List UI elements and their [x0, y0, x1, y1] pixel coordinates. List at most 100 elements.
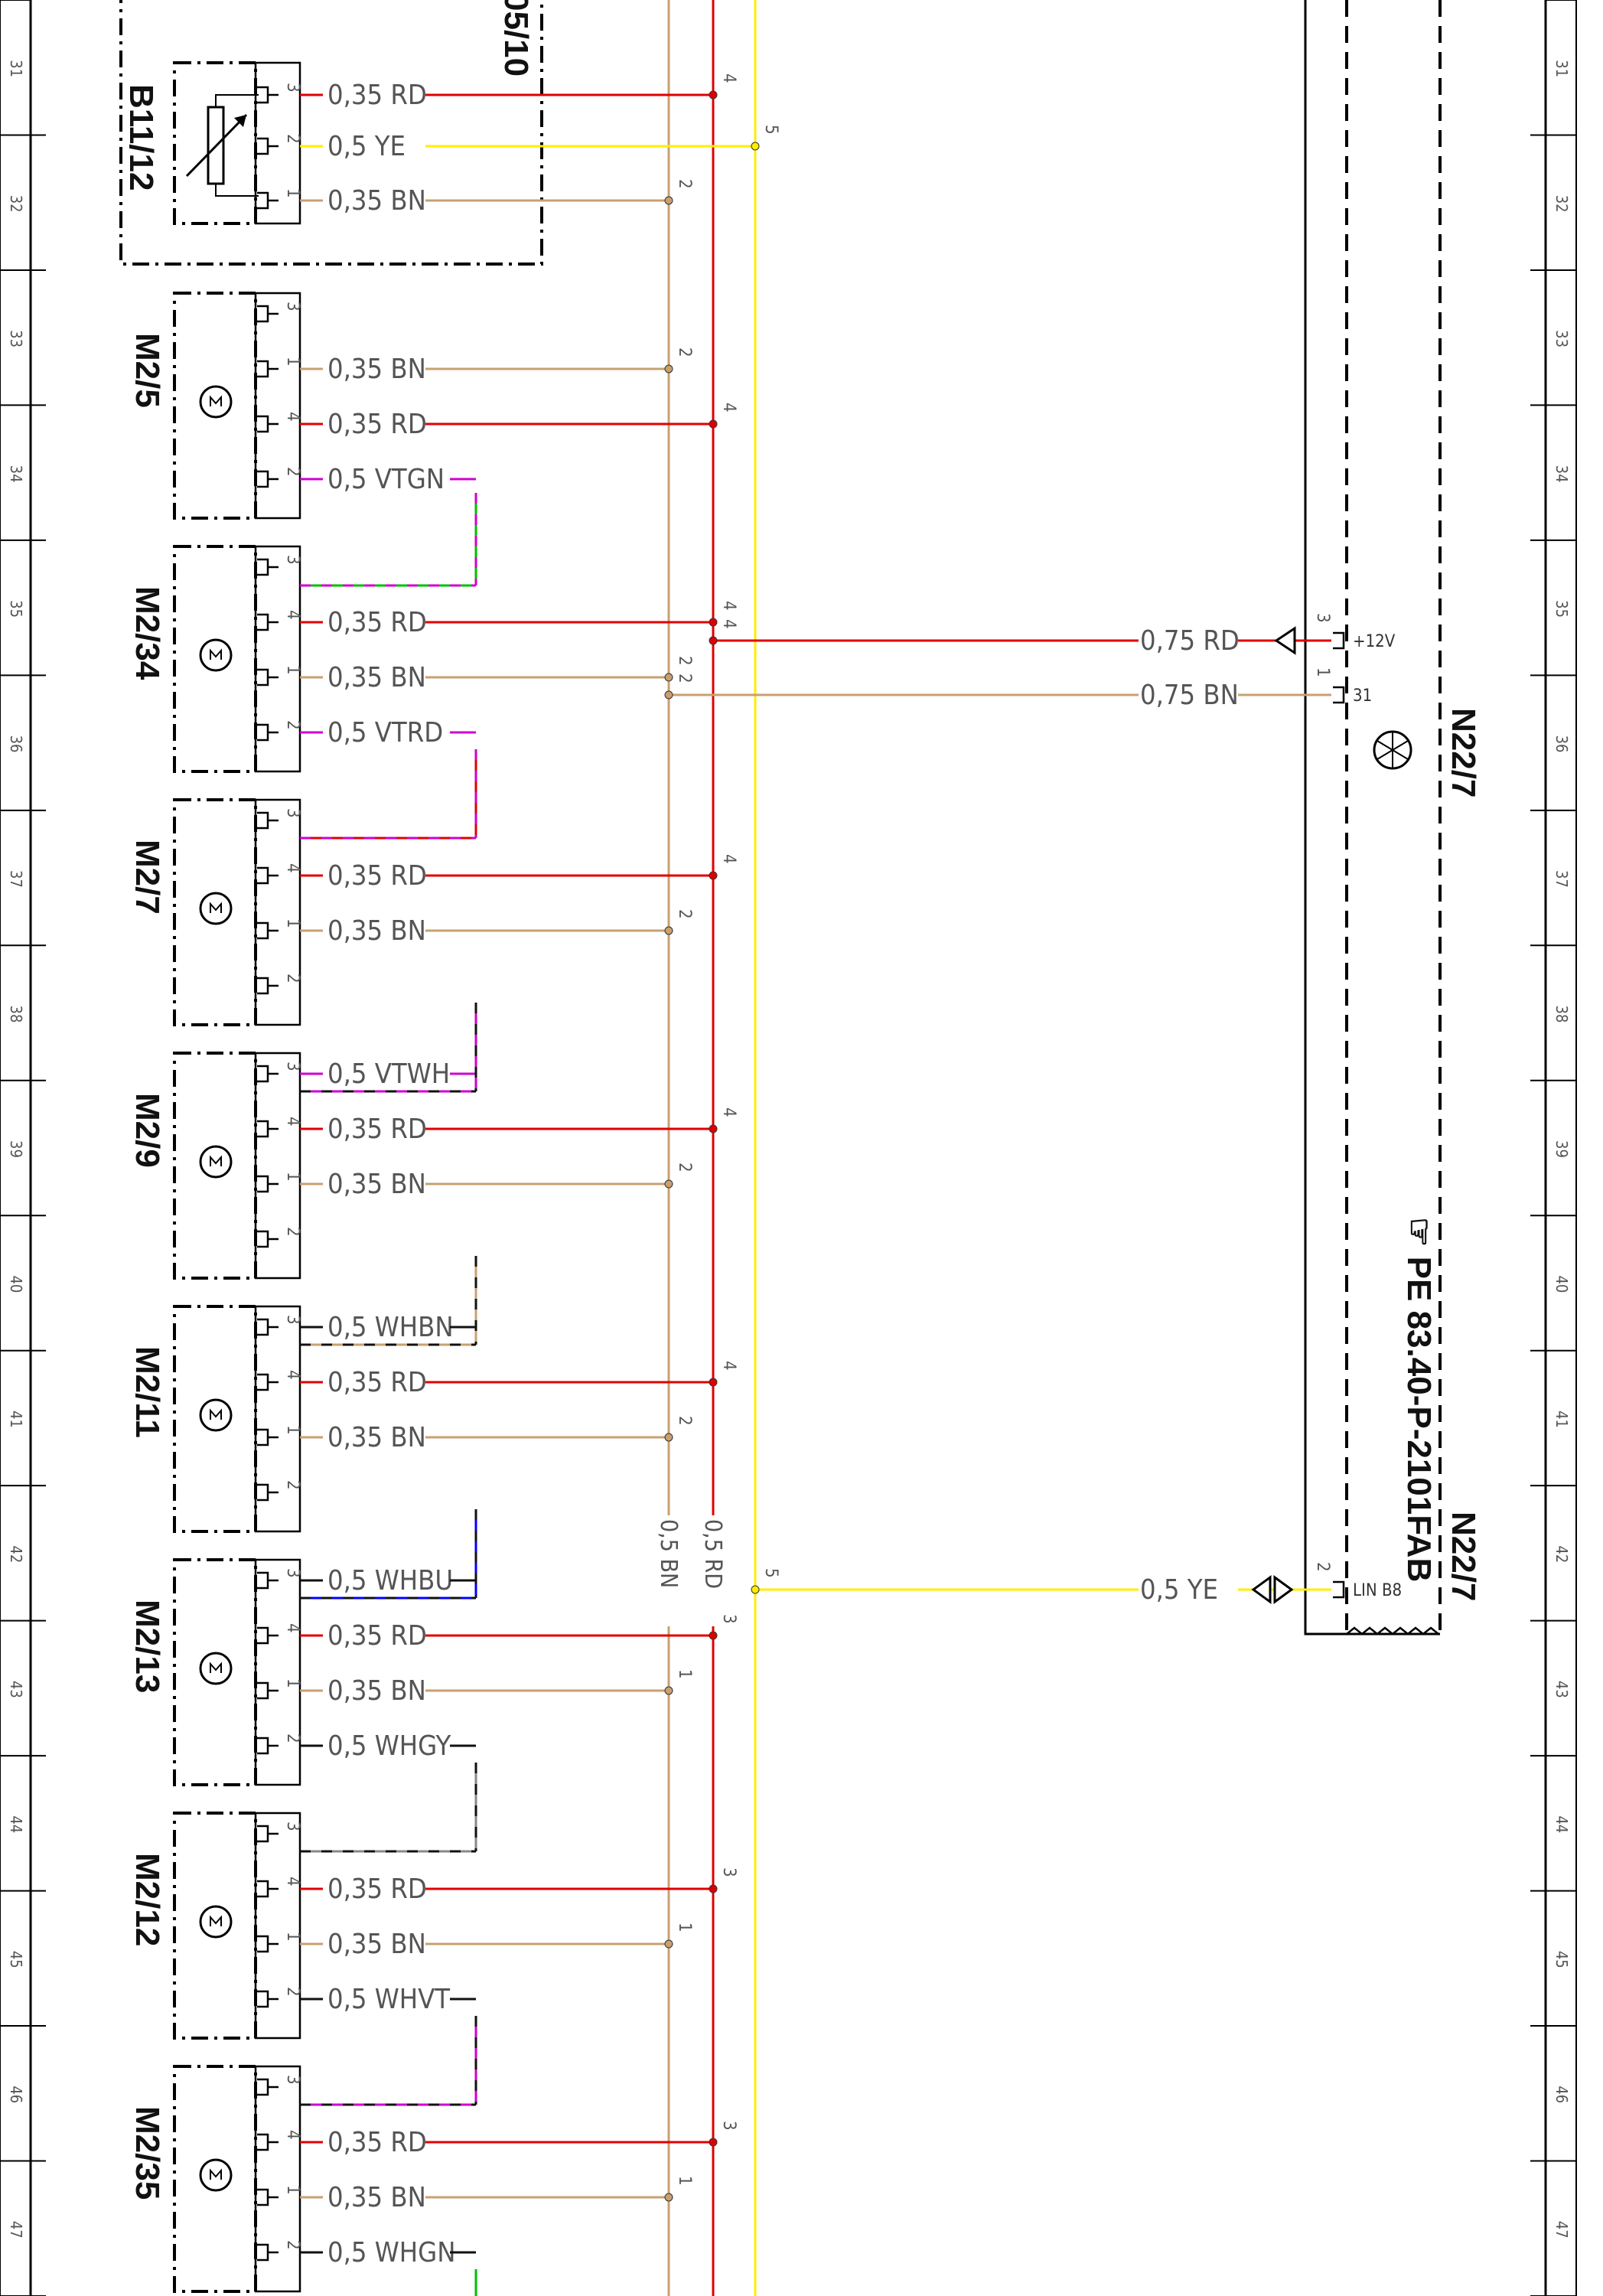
- component-name-n22-7-lower: N22/7: [1445, 1512, 1482, 1601]
- ruler-right-number: 34: [1552, 465, 1571, 483]
- bus-pin-number: 5: [761, 1568, 780, 1578]
- pin-number: 4: [283, 1117, 302, 1127]
- pin-number: 3: [283, 2075, 302, 2085]
- ruler-right-number: 47: [1552, 2221, 1571, 2239]
- pin-number: 2: [283, 1987, 302, 1997]
- pin-number: 2: [283, 134, 302, 144]
- ruler-left-number: 46: [7, 2086, 25, 2103]
- pin-number: 2: [283, 1733, 302, 1743]
- wire-label-0-5-ye: 0,5 YE: [327, 131, 406, 162]
- ruler-left-number: 31: [7, 60, 25, 77]
- n22-7-pin-terminal: [1333, 686, 1345, 704]
- motor-icon-glyph: [210, 1155, 222, 1166]
- splice-dot: [664, 1686, 673, 1695]
- ruler-left-number: 37: [7, 870, 25, 888]
- motor-connector: [254, 1052, 301, 1280]
- bus-pin-number: 3: [719, 2121, 738, 2131]
- pin-terminal: [257, 1230, 269, 1248]
- pin-terminal: [257, 723, 269, 742]
- component-name-b11-12: B11/12: [122, 84, 160, 191]
- component-name-m2-12: M2/12: [129, 1853, 166, 1946]
- bus-pin-number: 2: [675, 673, 694, 683]
- ruler-right-number: 35: [1552, 600, 1571, 618]
- pin-number: 2: [283, 1480, 302, 1490]
- n22-7-pin-terminal: [1333, 1580, 1345, 1599]
- splice-dot: [709, 1378, 718, 1387]
- bus-pin-number: 3: [719, 1867, 738, 1877]
- pin-terminal: [257, 1065, 269, 1083]
- splice-dot: [664, 673, 673, 682]
- splice-dot: [664, 926, 673, 935]
- n22-7-pin-terminal: [1333, 631, 1345, 650]
- bus-pin-number: 2: [675, 347, 694, 357]
- pin-terminal: [257, 613, 269, 631]
- pin-number: 1: [283, 1932, 302, 1942]
- n22-7-signal-label: 31: [1353, 687, 1372, 706]
- bus-pin-number: 2: [675, 656, 694, 666]
- pin-terminal: [257, 1737, 269, 1755]
- ruler-right-number: 40: [1552, 1275, 1571, 1293]
- bus-lines: [667, 0, 757, 2296]
- pin-number: 4: [283, 1623, 302, 1633]
- component-name-m2-35: M2/35: [129, 2106, 166, 2200]
- variable-resistor-leads: [215, 94, 259, 197]
- wire-label: 0,35 BN: [327, 2182, 426, 2213]
- bus-pin-number: 4: [719, 1107, 738, 1117]
- motor-icon-glyph: [210, 1662, 222, 1673]
- pin-number: 1: [283, 2185, 302, 2195]
- b11-12-outer-frame: [119, 0, 543, 266]
- variable-resistor-arrow: [185, 113, 248, 178]
- component-name-m2-9: M2/9: [129, 1093, 166, 1168]
- arrow-bidir-icon-right: [1273, 1575, 1294, 1604]
- component-name-m2-34: M2/34: [129, 586, 166, 680]
- motor-icon-glyph: [210, 2168, 222, 2180]
- bus-pin-number: 4: [719, 1361, 738, 1371]
- wire-label: 0,5 WHBU: [327, 1565, 453, 1596]
- bus-pin-number: 4: [719, 601, 738, 611]
- pin-number: 1: [283, 1678, 302, 1688]
- wire-label: 0,35 BN: [327, 1422, 426, 1453]
- pin-number: 2: [283, 467, 302, 477]
- component-label-05-10: 05/10: [497, 0, 535, 77]
- splice-dot: [664, 1939, 673, 1949]
- b11-12-connector: [254, 61, 301, 225]
- pin-number: 2: [283, 2240, 302, 2250]
- wire-label: 0,35 BN: [327, 1169, 426, 1200]
- bus-label-rd: 0,5 RD: [699, 1519, 726, 1589]
- signal-loops: [300, 493, 477, 2296]
- motor-icon: [199, 1398, 233, 1432]
- wire-label: 0,5 VTGN: [327, 464, 445, 495]
- pin-terminal: [257, 811, 269, 830]
- splice-dot: [709, 90, 718, 99]
- pin-terminal: [257, 1935, 269, 1953]
- pin-number: 4: [283, 863, 302, 873]
- pin-number: 3: [283, 808, 302, 818]
- pin-terminal: [257, 86, 269, 104]
- pin-number: 4: [283, 2130, 302, 2140]
- wire-label: 0,35 BN: [327, 662, 426, 693]
- ruler-right-number: 46: [1552, 2086, 1571, 2103]
- ruler-right-number: 44: [1552, 1815, 1571, 1833]
- pin-terminal: [257, 1318, 269, 1336]
- wire-label: 0,5 VTRD: [327, 717, 443, 748]
- wire-label: 0,35 BN: [327, 1929, 426, 1960]
- ruler-right-number: 38: [1552, 1006, 1571, 1023]
- motor-icon: [199, 1652, 233, 1685]
- pin-number: 1: [283, 357, 302, 367]
- wire-label: 0,35 RD: [327, 1367, 427, 1398]
- pin-number: 1: [283, 918, 302, 928]
- pin-terminal: [257, 1880, 269, 1898]
- pin-number: 1: [283, 665, 302, 675]
- pin-terminal: [257, 1626, 269, 1645]
- motor-connector: [254, 1305, 301, 1533]
- wire-label: 0,35 BN: [327, 354, 426, 385]
- wire-label: 0,35 BN: [327, 1675, 426, 1707]
- pin-terminal: [257, 977, 269, 995]
- motor-connector: [254, 1558, 301, 1786]
